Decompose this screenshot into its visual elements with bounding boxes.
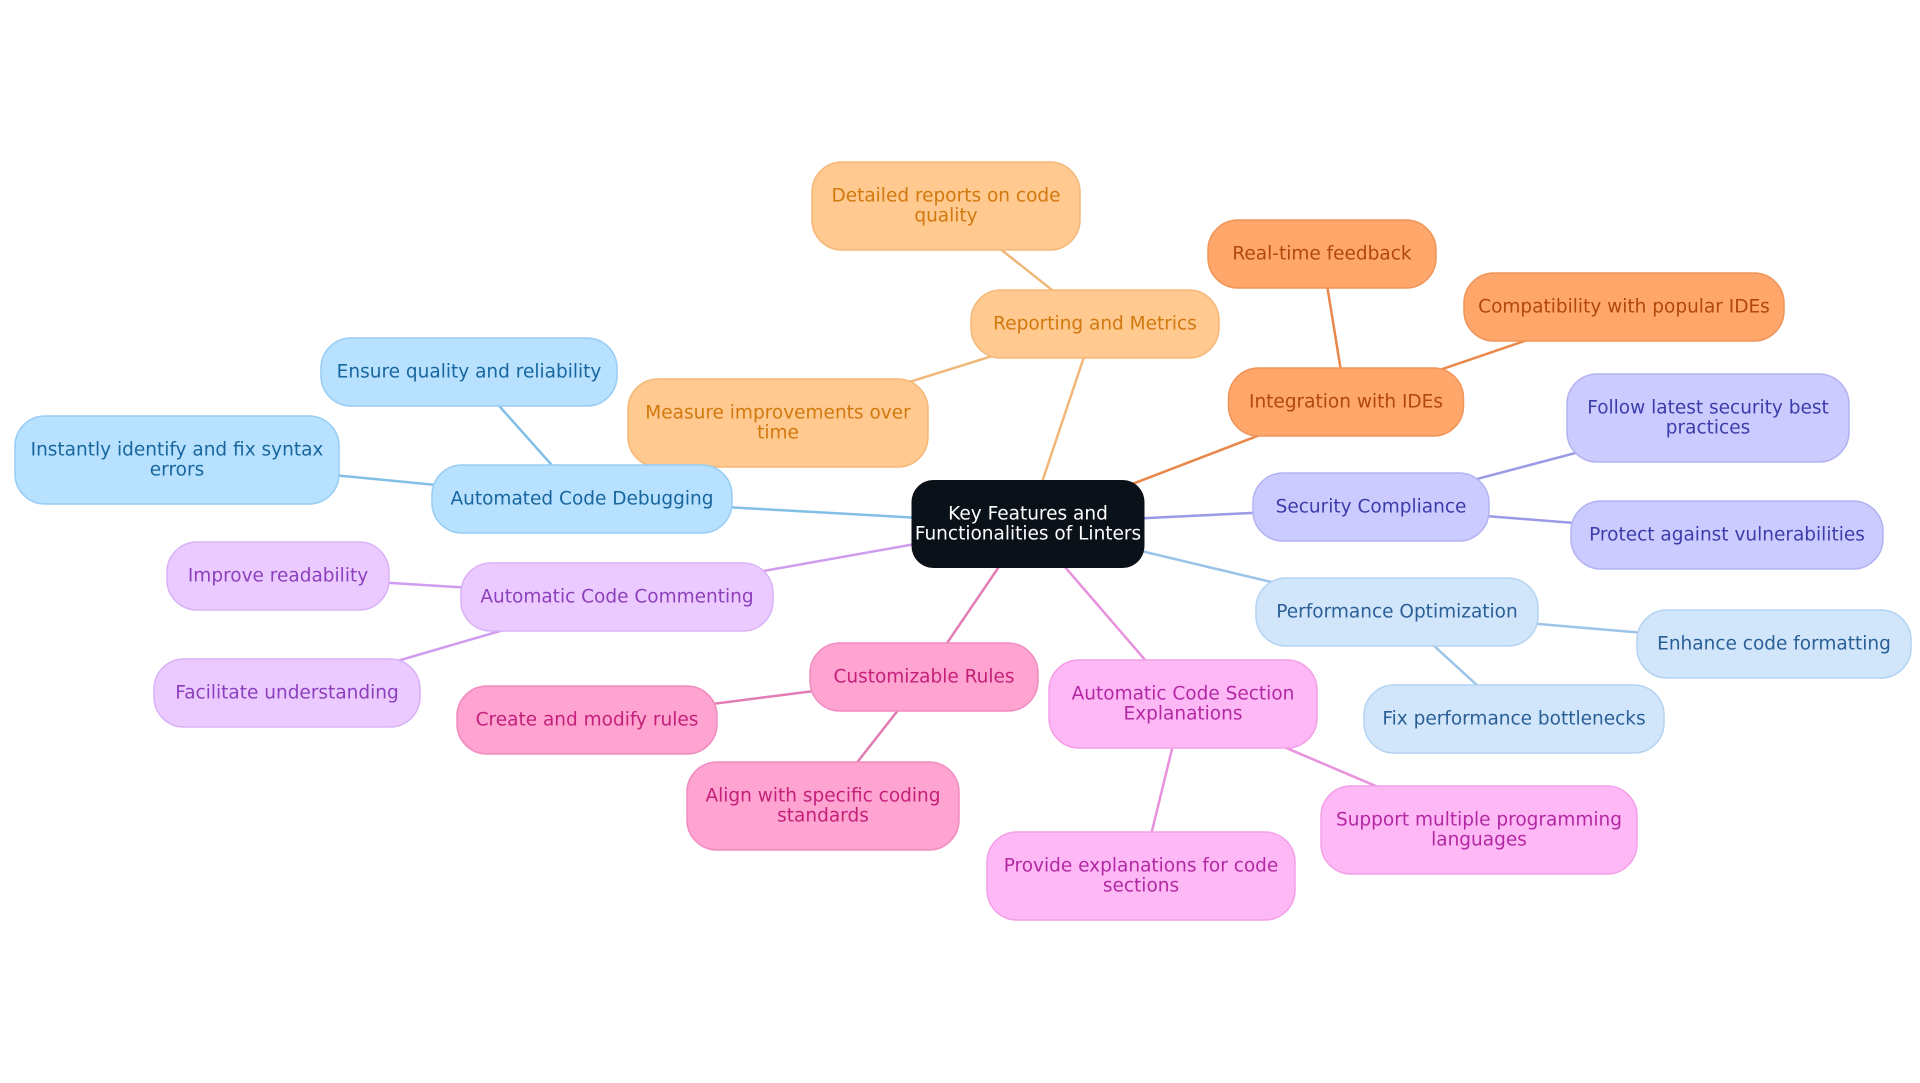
node-compatibility[interactable]: Compatibility with popular IDEs [1463, 272, 1785, 342]
node-improve-readability-box [166, 541, 390, 611]
node-customizable-label: Customizable Rules [833, 667, 1014, 688]
node-ensure-quality-box [320, 337, 618, 407]
node-reporting-box [970, 289, 1220, 359]
node-integration-label: Integration with IDEs [1249, 392, 1443, 413]
node-performance[interactable]: Performance Optimization [1255, 577, 1539, 647]
node-detailed-reports-box [811, 161, 1081, 251]
node-compatibility-label: Compatibility with popular IDEs [1478, 297, 1770, 318]
node-security-label: Security Compliance [1276, 497, 1467, 518]
node-security-best-practices-label: Follow latest security best [1587, 398, 1829, 419]
node-syntax-errors-box [14, 415, 340, 505]
node-facilitate-understanding-box [153, 658, 421, 728]
node-integration-box [1227, 367, 1465, 437]
node-improve-readability-label: Improve readability [188, 566, 368, 587]
node-detailed-reports-label: quality [914, 206, 977, 227]
node-commenting-box [460, 562, 774, 632]
node-protect-vulnerabilities-box [1570, 500, 1884, 570]
node-debugging-box [431, 464, 733, 534]
node-reporting[interactable]: Reporting and Metrics [970, 289, 1220, 359]
node-explanations-sections-label: sections [1103, 876, 1179, 897]
node-ensure-quality-label: Ensure quality and reliability [337, 362, 602, 383]
node-measure-improvements-label: time [757, 423, 799, 444]
node-reporting-label: Reporting and Metrics [993, 314, 1197, 335]
node-protect-vulnerabilities[interactable]: Protect against vulnerabilities [1570, 500, 1884, 570]
node-multiple-languages-label: Support multiple programming [1336, 810, 1622, 831]
node-align-standards-box [686, 761, 960, 851]
node-customizable[interactable]: Customizable Rules [809, 642, 1039, 712]
node-explanations-sections-label: Provide explanations for code [1004, 856, 1279, 877]
node-ensure-quality[interactable]: Ensure quality and reliability [320, 337, 618, 407]
node-debugging[interactable]: Automated Code Debugging [431, 464, 733, 534]
node-create-modify-label: Create and modify rules [476, 710, 699, 731]
node-section-explanations-label: Automatic Code Section [1072, 684, 1295, 705]
node-facilitate-understanding[interactable]: Facilitate understanding [153, 658, 421, 728]
node-multiple-languages-box [1320, 785, 1638, 875]
node-enhance-formatting-label: Enhance code formatting [1657, 634, 1891, 655]
node-facilitate-understanding-label: Facilitate understanding [175, 683, 398, 704]
node-explanations-sections-box [986, 831, 1296, 921]
node-security-box [1252, 472, 1490, 542]
node-security[interactable]: Security Compliance [1252, 472, 1490, 542]
node-fix-bottlenecks-box [1363, 684, 1665, 754]
node-performance-label: Performance Optimization [1276, 602, 1517, 623]
node-commenting[interactable]: Automatic Code Commenting [460, 562, 774, 632]
node-debugging-label: Automated Code Debugging [450, 489, 713, 510]
node-syntax-errors-label: errors [150, 460, 204, 481]
node-detailed-reports-label: Detailed reports on code [831, 186, 1060, 207]
node-security-best-practices-box [1566, 373, 1850, 463]
node-root-box [911, 480, 1145, 568]
node-fix-bottlenecks-label: Fix performance bottlenecks [1382, 709, 1645, 730]
node-syntax-errors-label: Instantly identify and fix syntax [31, 440, 324, 461]
node-real-time-feedback-box [1207, 219, 1437, 289]
node-create-modify[interactable]: Create and modify rules [456, 685, 718, 755]
node-commenting-label: Automatic Code Commenting [480, 587, 753, 608]
node-performance-box [1255, 577, 1539, 647]
node-align-standards-label: Align with specific coding [705, 786, 940, 807]
node-fix-bottlenecks[interactable]: Fix performance bottlenecks [1363, 684, 1665, 754]
node-root-label: Key Features and [948, 504, 1108, 525]
node-compatibility-box [1463, 272, 1785, 342]
node-measure-improvements-label: Measure improvements over [645, 403, 911, 424]
node-real-time-feedback[interactable]: Real-time feedback [1207, 219, 1437, 289]
node-customizable-box [809, 642, 1039, 712]
node-create-modify-box [456, 685, 718, 755]
node-security-best-practices-label: practices [1666, 418, 1750, 439]
mindmap-nodes: Reporting and Metrics Detailed reports on… [14, 161, 1912, 921]
node-section-explanations-label: Explanations [1124, 704, 1243, 725]
node-multiple-languages-label: languages [1431, 830, 1527, 851]
node-section-explanations-box [1048, 659, 1318, 749]
node-root-label: Functionalities of Linters [915, 524, 1141, 545]
node-enhance-formatting[interactable]: Enhance code formatting [1636, 609, 1912, 679]
node-align-standards-label: standards [777, 806, 869, 827]
node-enhance-formatting-box [1636, 609, 1912, 679]
node-protect-vulnerabilities-label: Protect against vulnerabilities [1589, 525, 1865, 546]
node-measure-improvements-box [627, 378, 929, 468]
node-improve-readability[interactable]: Improve readability [166, 541, 390, 611]
node-integration[interactable]: Integration with IDEs [1227, 367, 1465, 437]
node-real-time-feedback-label: Real-time feedback [1232, 244, 1412, 265]
